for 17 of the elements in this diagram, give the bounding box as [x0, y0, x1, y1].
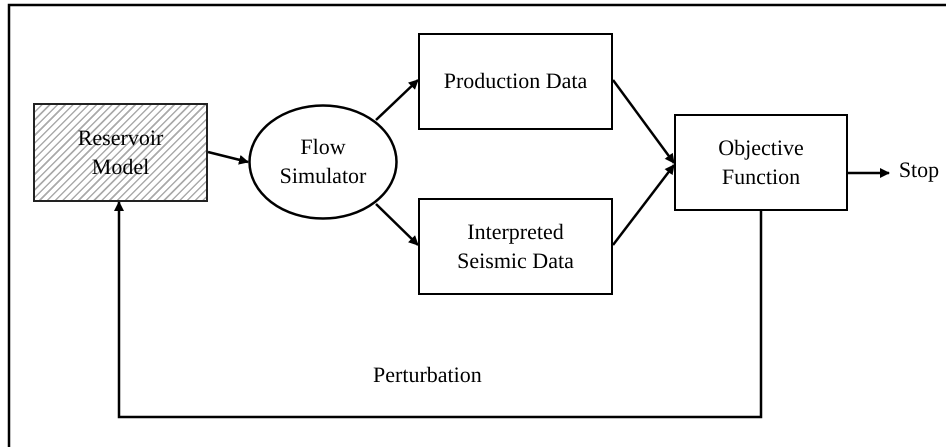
node-label: Production Data	[444, 67, 588, 96]
arrow	[848, 168, 890, 178]
arrow	[375, 203, 419, 246]
node-label: Interpreted Seismic Data	[456, 218, 575, 274]
arrow	[612, 164, 675, 246]
node-label: Flow Simulator	[278, 133, 368, 190]
process-box	[674, 114, 848, 211]
arrow	[375, 79, 419, 121]
process-box	[418, 33, 613, 130]
node-label: Objective Function	[717, 134, 805, 190]
arrow	[114, 201, 762, 418]
arrow	[612, 79, 675, 164]
node-label: Reservoir Model	[76, 124, 164, 180]
process-box	[418, 198, 613, 295]
model-box	[33, 103, 208, 202]
arrow	[208, 150, 249, 165]
terminal-label: Stop	[898, 156, 940, 184]
